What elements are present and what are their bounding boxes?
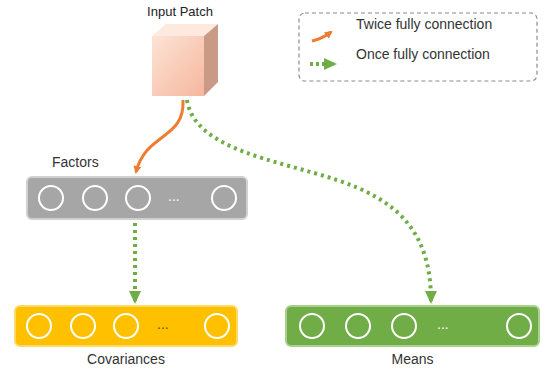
green-arrow-sample (310, 62, 334, 66)
band-label: Factors (52, 154, 99, 170)
ellipsis: ... (437, 316, 449, 332)
legend-text: Once fully connection (356, 46, 490, 62)
unit-circle (345, 313, 371, 339)
connector (133, 223, 137, 301)
connector (136, 100, 183, 172)
unit-circle (26, 313, 52, 339)
vector-band: ...Means (285, 305, 540, 347)
unit-circle (506, 313, 532, 339)
unit-circle (211, 185, 237, 211)
orange-arrow-sample (312, 32, 331, 41)
node-label: Input Patch (125, 4, 235, 19)
unit-circle (391, 313, 417, 339)
band-label: Means (287, 351, 538, 367)
unit-circle (299, 313, 325, 339)
unit-circle (38, 185, 64, 211)
ellipsis: ... (157, 316, 169, 332)
unit-circle (125, 185, 151, 211)
cube-illustration (150, 22, 220, 98)
legend-text: Twice fully connection (356, 16, 492, 32)
unit-circle (113, 313, 139, 339)
input-patch: Input Patch (125, 4, 235, 98)
vector-band: ...Covariances (14, 305, 238, 347)
ellipsis: ... (168, 188, 180, 204)
vector-band: ...Factors (26, 176, 248, 220)
band-label: Covariances (16, 351, 236, 367)
unit-circle (82, 185, 108, 211)
unit-circle (204, 313, 230, 339)
unit-circle (70, 313, 96, 339)
